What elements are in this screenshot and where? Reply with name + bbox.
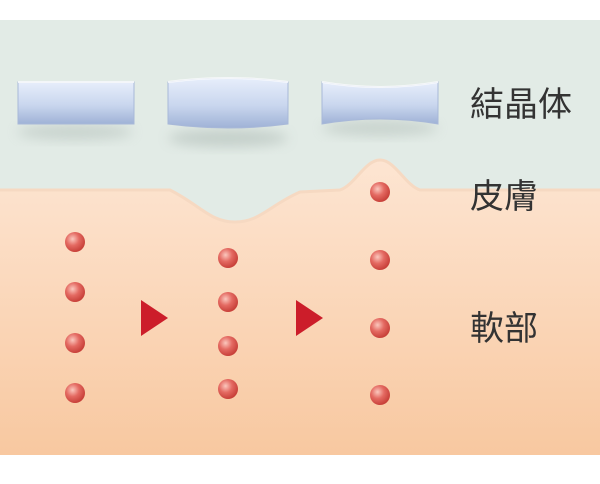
particle	[370, 250, 390, 270]
particle	[218, 248, 238, 268]
arrow-right-icon	[141, 300, 168, 336]
particle	[65, 333, 85, 353]
skin-surface-line	[0, 158, 600, 224]
label-skin: 皮膚	[470, 177, 538, 217]
crystal-concave	[321, 81, 439, 125]
particle	[370, 385, 390, 405]
particle	[65, 232, 85, 252]
particle	[218, 336, 238, 356]
crystal-shadow	[17, 124, 133, 140]
crystal-highlight	[321, 81, 439, 88]
particle	[370, 182, 390, 202]
crystal-shadow	[322, 120, 438, 136]
arrow-right-icon	[296, 300, 323, 336]
particle	[65, 383, 85, 403]
crystal-shadow	[168, 129, 288, 147]
crystal-highlight	[167, 77, 289, 83]
particle	[65, 282, 85, 302]
particle	[218, 379, 238, 399]
label-soft-tissue: 軟部	[470, 309, 538, 349]
particle	[218, 292, 238, 312]
crystal-convex	[167, 77, 289, 129]
crystal-flat	[17, 81, 135, 125]
label-crystal: 結晶体	[470, 85, 572, 125]
particle	[370, 318, 390, 338]
